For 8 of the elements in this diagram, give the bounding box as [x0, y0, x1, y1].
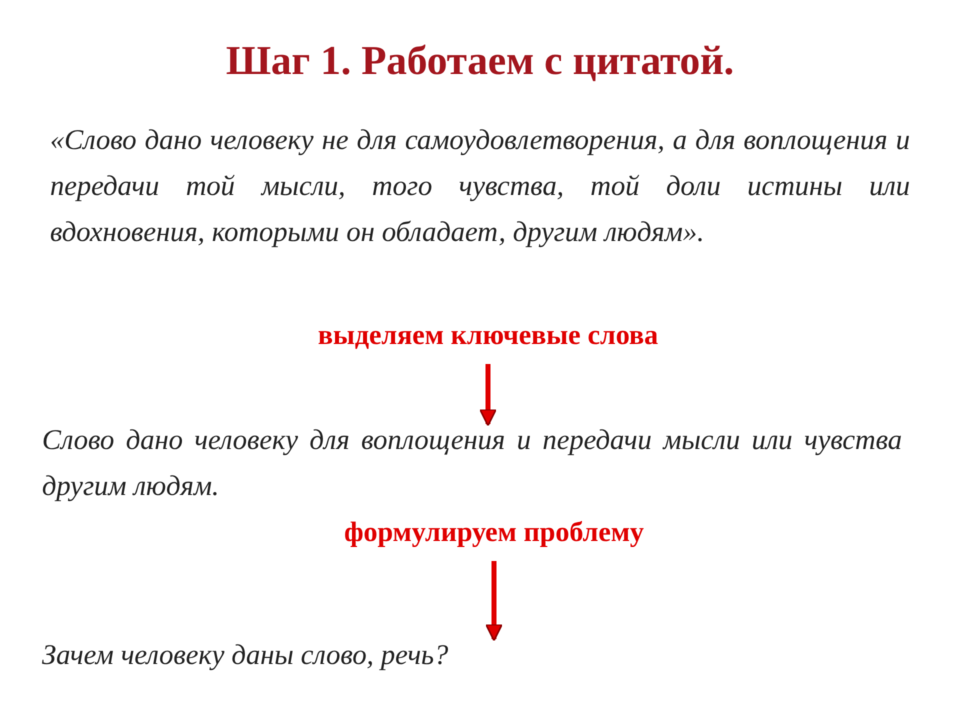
step-label: выделяем ключевые слова [262, 320, 714, 352]
title: Шаг 1. Работаем с цитатой. [224, 36, 736, 84]
question-text: Зачем человеку даны слово, речь? [42, 633, 902, 679]
arrow [479, 364, 497, 426]
step-label: формулируем проблему [296, 517, 692, 549]
arrow [485, 561, 503, 642]
paraphrase-text: Слово дано человеку для воплощения и передачи мысли или чувства другим людям. [42, 418, 902, 510]
quote-text: «Слово дано человеку не для самоудовлетворения, а для воплощения и передачи той мысли, того чувства, той доли истины или вдохновения, которыми он обладает, другим людям». [50, 118, 910, 256]
